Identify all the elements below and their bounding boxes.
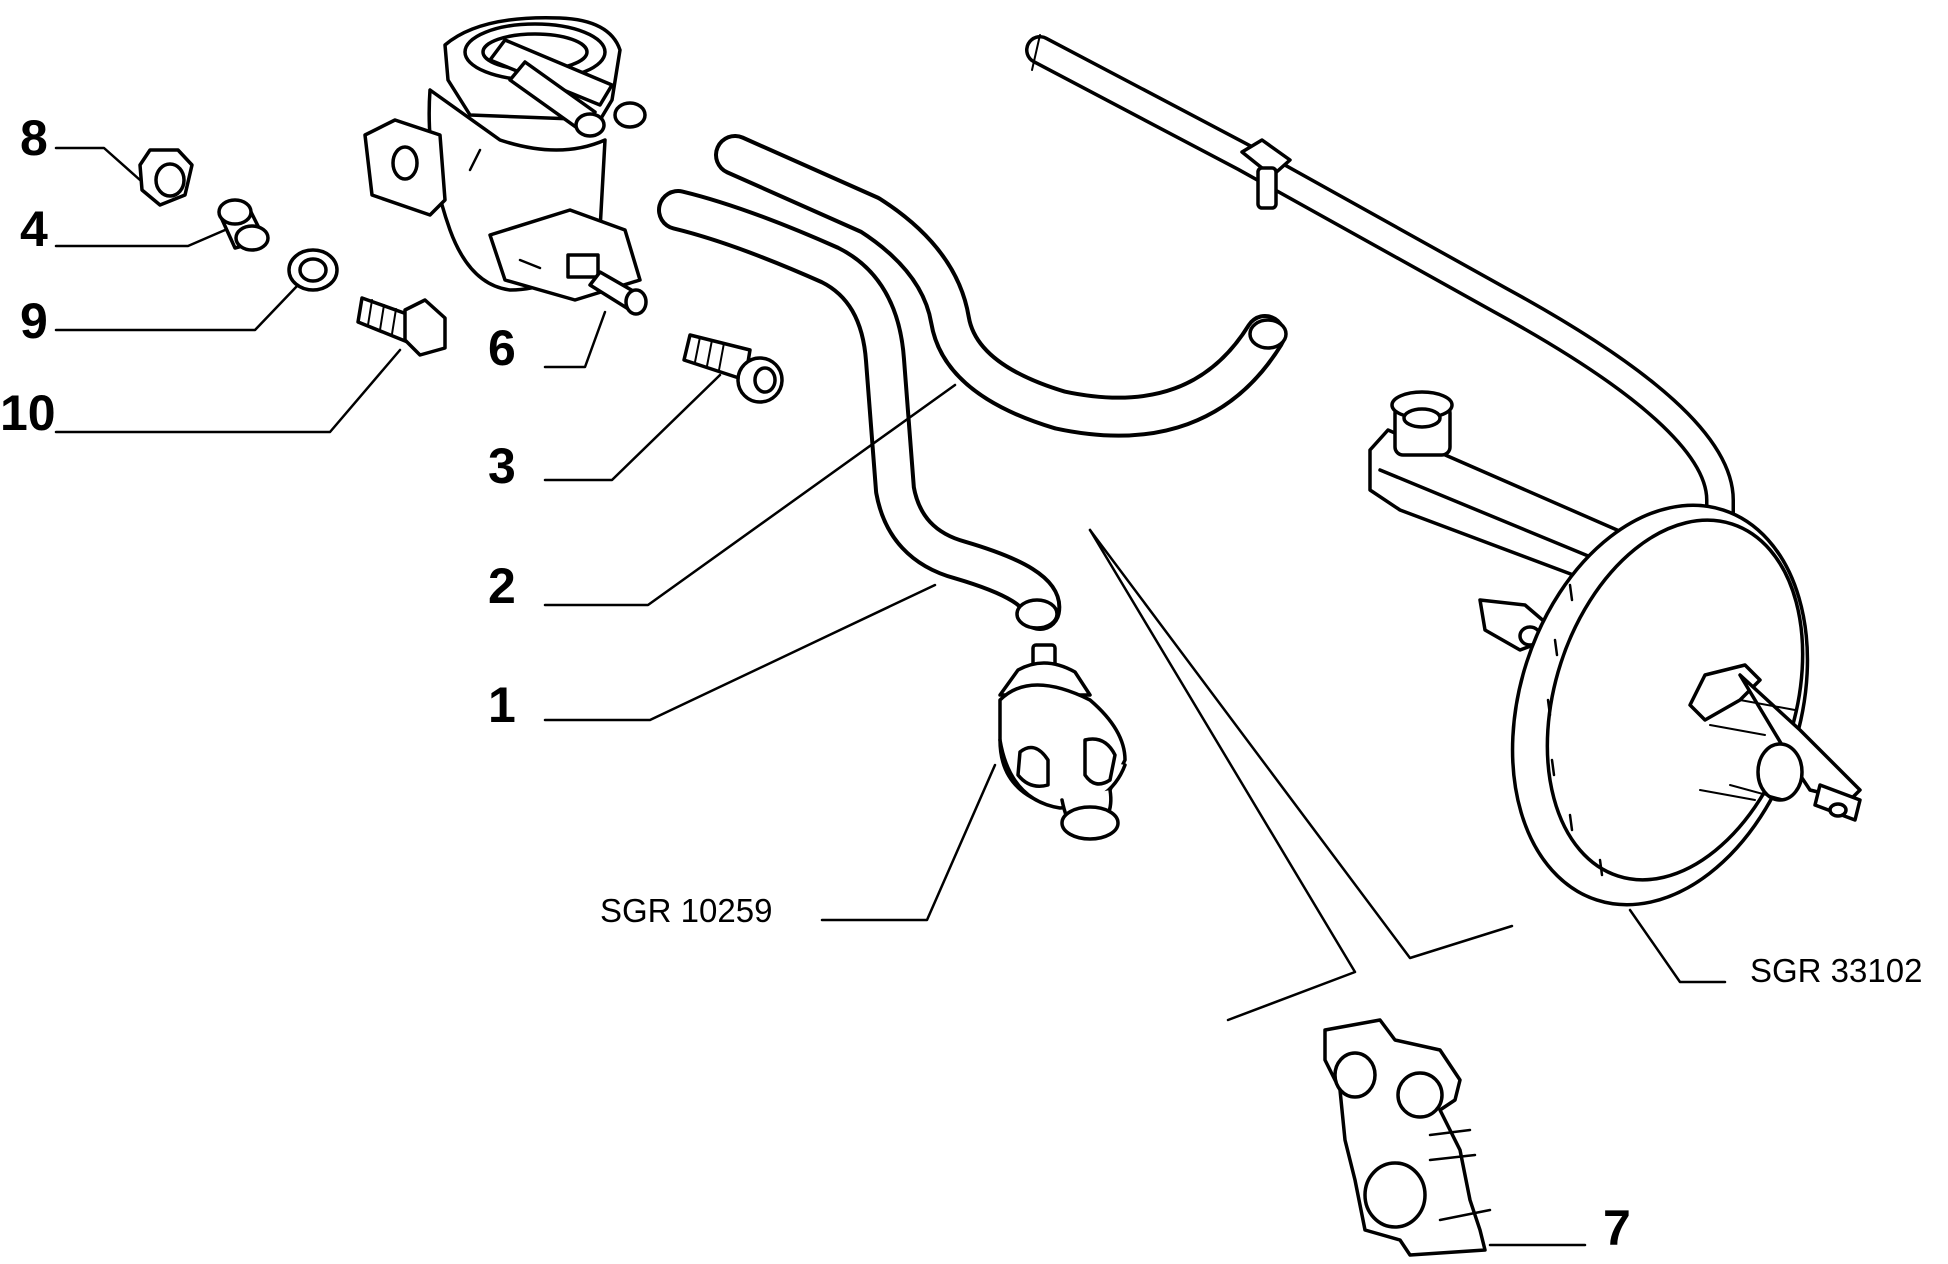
washer-9	[287, 248, 339, 292]
hose-2	[714, 134, 1288, 438]
bolt-3	[682, 333, 784, 404]
brake-booster	[1368, 390, 1862, 907]
label-1: 1	[488, 677, 516, 733]
nut-8	[138, 148, 194, 207]
part-labels: 8 4 9 10 6 3 2 1 7 SGR 10259 SGR 33102	[0, 110, 1922, 1256]
label-3: 3	[488, 438, 516, 494]
label-sgr-33102: SGR 33102	[1750, 952, 1922, 989]
callout-lines	[54, 146, 1727, 1247]
vacuum-pipe	[1025, 34, 1735, 555]
pipe-clip	[1323, 1018, 1492, 1257]
label-sgr-10259: SGR 10259	[600, 892, 772, 929]
label-9: 9	[20, 293, 48, 349]
spacer-4	[217, 198, 270, 252]
label-8: 8	[20, 110, 48, 166]
label-2: 2	[488, 558, 516, 614]
label-10: 10	[0, 385, 56, 441]
label-7: 7	[1603, 1200, 1631, 1256]
solenoid-valve	[363, 15, 648, 316]
label-6: 6	[488, 320, 516, 376]
vacuum-regulator-valve	[998, 643, 1127, 841]
label-4: 4	[20, 201, 48, 257]
bolt-10	[356, 296, 447, 357]
hose-1	[657, 189, 1062, 631]
